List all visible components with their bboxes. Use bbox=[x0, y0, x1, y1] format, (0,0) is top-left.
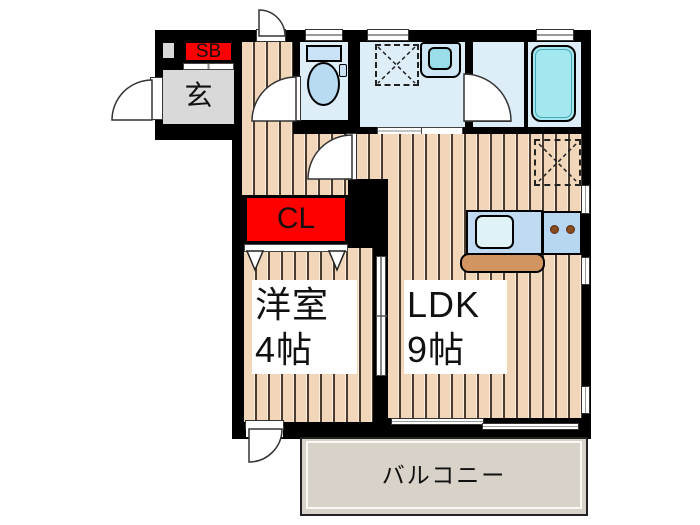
western-room-size: 4帖 bbox=[255, 329, 314, 370]
bathtub-inner-line bbox=[535, 49, 572, 118]
shoe-box bbox=[183, 40, 234, 63]
balcony-window-left-panel bbox=[391, 418, 484, 425]
ldk-side-window bbox=[581, 386, 590, 414]
washbasin-bowl bbox=[428, 47, 452, 70]
balcony-label: バルコニー bbox=[381, 462, 507, 488]
stove-burner-right bbox=[566, 225, 575, 234]
western-room-name: 洋室 bbox=[255, 284, 330, 325]
entrance-door-arc bbox=[111, 79, 153, 121]
room-sliding-door bbox=[376, 256, 386, 376]
kitchen-window-upper bbox=[581, 185, 590, 214]
refrigerator-space bbox=[534, 139, 581, 186]
western-room-label: 洋室 4帖 bbox=[252, 280, 357, 374]
balcony-inner-line bbox=[306, 441, 582, 509]
ldk-label: LDK 9帖 bbox=[404, 280, 507, 374]
toilet-window bbox=[305, 29, 343, 41]
corridor-floor bbox=[242, 134, 348, 195]
shoe-box-label: SB bbox=[195, 41, 222, 62]
kitchen-window-lower bbox=[581, 257, 590, 285]
entrance-door bbox=[150, 77, 163, 120]
ldk-size: 9帖 bbox=[407, 329, 466, 370]
closet-door-rail bbox=[244, 244, 348, 252]
toilet-flush-knob bbox=[339, 64, 347, 77]
washing-machine-space bbox=[375, 44, 419, 86]
balcony-window-right-panel bbox=[482, 423, 579, 430]
bath-door bbox=[464, 113, 511, 122]
washroom-window bbox=[367, 29, 409, 41]
toilet-tank bbox=[306, 45, 342, 62]
closet-label: CL bbox=[276, 202, 316, 235]
ldk-floor-upper-strip bbox=[357, 134, 388, 179]
bathroom-window bbox=[536, 29, 574, 41]
western-room-door-gap bbox=[246, 429, 283, 437]
closet bbox=[244, 195, 348, 244]
bathtub bbox=[531, 45, 576, 122]
service-door bbox=[256, 29, 286, 42]
shoe-shelf bbox=[183, 63, 234, 70]
entrance-corner-floor bbox=[163, 43, 174, 58]
entrance-label: 玄 bbox=[184, 80, 213, 111]
balcony bbox=[300, 437, 588, 516]
stove-burner-left bbox=[550, 225, 559, 234]
ldk-name: LDK bbox=[407, 284, 481, 325]
toilet-bowl bbox=[307, 62, 340, 106]
kitchen-sink bbox=[475, 215, 514, 249]
toilet-door bbox=[292, 76, 301, 121]
ldk-door bbox=[346, 133, 357, 180]
stove bbox=[542, 211, 582, 255]
counter-front-panel bbox=[460, 253, 545, 273]
entrance-floor bbox=[163, 70, 234, 124]
